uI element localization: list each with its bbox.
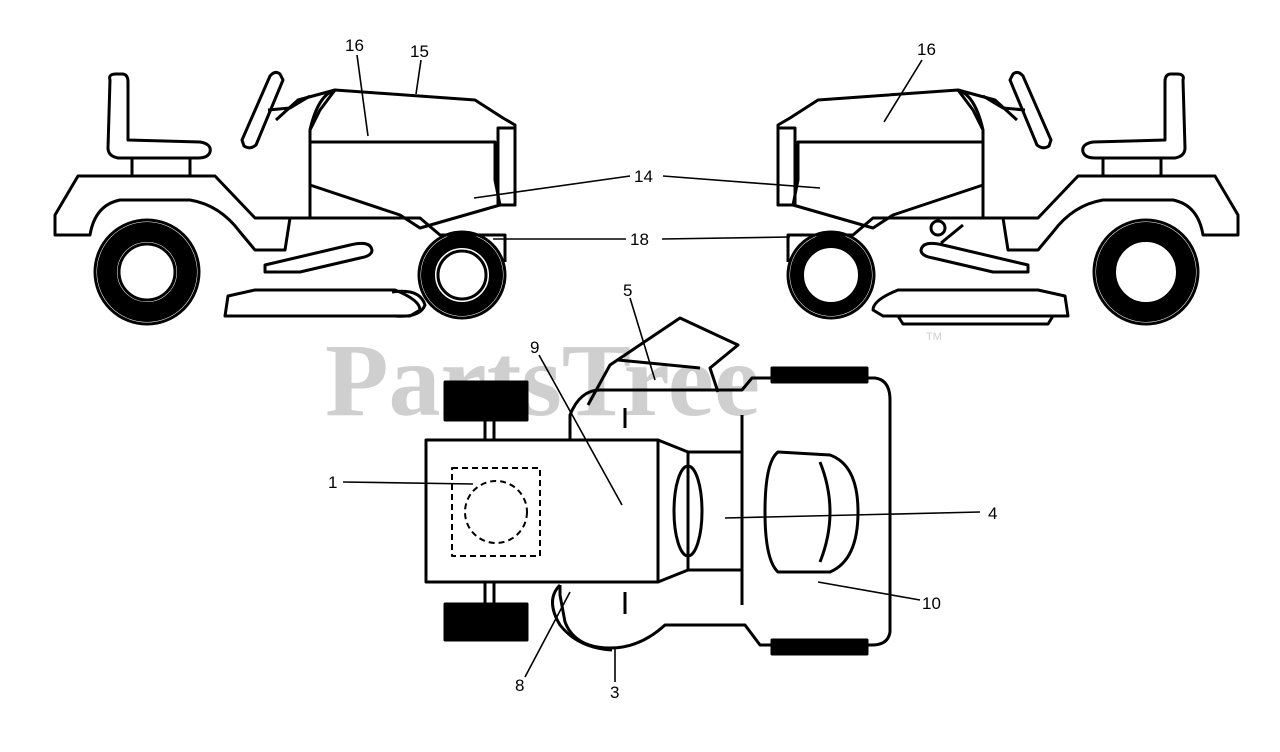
steering-wheel (240, 70, 285, 150)
rear-tire-left (97, 222, 197, 322)
seat-circle-dashed (464, 480, 528, 544)
watermark: PartsTree TM (325, 323, 942, 438)
frame (255, 216, 507, 262)
right-tires (790, 222, 1196, 322)
hood-side-panel-r (791, 140, 984, 230)
rear-wheel-hub (117, 242, 177, 302)
foot-pedal (263, 241, 374, 274)
deck-skirt-r (896, 314, 1055, 326)
front-wheel-r (786, 230, 876, 320)
callout-10: 10 (922, 594, 941, 613)
dash-top (688, 450, 744, 572)
rear-body-top (424, 438, 660, 584)
discharge-chute (586, 316, 740, 406)
callout-8: 8 (515, 676, 524, 695)
steering-wheel-r (1008, 70, 1053, 150)
right-side-view (776, 70, 1240, 326)
hood-top (763, 450, 860, 574)
leader-18-right (661, 236, 791, 240)
callout-15: 15 (410, 42, 429, 61)
top-front-tire-upper (770, 366, 869, 384)
seat-post-r (1101, 158, 1163, 175)
callout-9: 9 (530, 338, 539, 357)
mower-deck (223, 288, 422, 318)
leader-8 (524, 591, 571, 678)
top-front-tire-lower (770, 638, 869, 656)
rear-wheel-r (1092, 218, 1200, 326)
rear-wheel (93, 218, 201, 326)
top-rear-tire-lower (443, 602, 529, 642)
callout-3: 3 (610, 683, 619, 702)
seat-outline-dashed (451, 467, 541, 557)
rear-body (53, 174, 292, 252)
rear-axle-upper (483, 420, 496, 440)
front-tire-right (790, 234, 872, 316)
deck-left-curve (551, 583, 613, 652)
rear-tire-right (1096, 222, 1196, 322)
leader-14-right (662, 175, 821, 189)
hood-inner-curve (818, 461, 832, 563)
callout-4: 4 (988, 504, 997, 523)
foot-pedal-r (919, 241, 1030, 274)
left-side-view (53, 70, 517, 326)
top-view (424, 316, 892, 656)
leader-5 (629, 297, 656, 381)
leader-1 (342, 481, 474, 485)
grille (496, 126, 517, 207)
leader-9 (538, 354, 623, 506)
leader-4 (724, 511, 981, 519)
chute-inner (617, 358, 701, 370)
leader-14-left (473, 175, 631, 199)
seat-r (1081, 72, 1187, 160)
leader-10 (817, 581, 921, 601)
dash (274, 88, 337, 218)
deck-chute (391, 289, 427, 318)
top-rear-tire-upper (443, 380, 529, 422)
leader-16-left (356, 54, 369, 137)
leader-15 (415, 59, 422, 95)
callout-16-right: 16 (917, 40, 936, 59)
rear-body-r (1001, 174, 1240, 252)
rear-axle-lower (483, 582, 496, 604)
left-tires (97, 222, 503, 322)
leader-lines (342, 54, 981, 682)
seat (106, 72, 212, 160)
mower-deck-r (871, 288, 1070, 318)
seat-post (130, 158, 192, 175)
callout-labels: 16 15 16 14 18 5 9 1 4 10 8 3 (328, 36, 997, 702)
callout-16-left: 16 (345, 36, 364, 55)
front-tire-left (421, 234, 503, 316)
callout-1: 1 (328, 473, 337, 492)
front-wheel-hub (436, 249, 488, 301)
hood-side-panel (309, 140, 502, 230)
front-wheel (417, 230, 507, 320)
callout-5: 5 (623, 281, 632, 300)
leader-16-right (883, 59, 923, 123)
lift-lever-r (940, 223, 964, 245)
hood-r (776, 88, 985, 207)
watermark-text: PartsTree (325, 323, 760, 438)
callout-18: 18 (630, 230, 649, 249)
seat-taper (657, 438, 690, 584)
hood (308, 88, 517, 207)
frame-r (786, 216, 1038, 262)
dash-r (956, 88, 1019, 218)
lift-lever-knob (929, 219, 947, 237)
grille-r (776, 126, 797, 207)
steering-wheel-top (672, 464, 704, 558)
watermark-trademark: TM (926, 331, 942, 343)
callout-14: 14 (634, 167, 653, 186)
